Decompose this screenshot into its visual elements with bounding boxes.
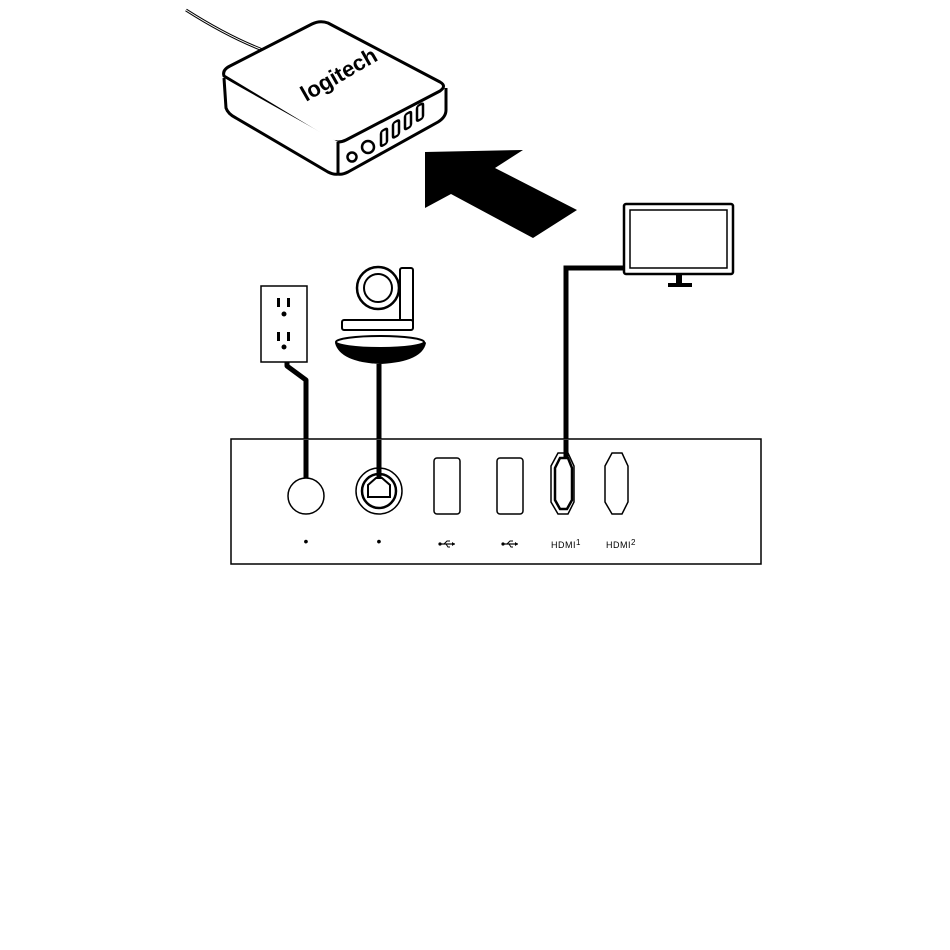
power-port[interactable] [288, 478, 324, 514]
usb-port-2[interactable] [497, 458, 523, 514]
monitor-neck [676, 274, 682, 284]
hub-front-port-usb-1 [381, 128, 387, 146]
hub-back-panel: • • HDMI 1 HDMI 2 [231, 439, 761, 564]
hdmi-2-label: HDMI [606, 540, 631, 550]
cable-hdmi-end [564, 440, 569, 458]
hdmi-2-index: 2 [631, 538, 636, 547]
cable-hdmi [566, 268, 624, 458]
display-monitor [624, 204, 733, 287]
camera-lens-inner [364, 274, 392, 302]
outlet-ground [282, 345, 287, 350]
cable-power-end [304, 440, 309, 478]
arrow-icon [425, 150, 577, 238]
hub-front-port-round-2 [362, 141, 374, 153]
hub-front-port-round-1 [348, 153, 357, 162]
camera-port-label: • [377, 533, 382, 549]
hdmi-connector [555, 458, 572, 509]
outlet-slot [277, 332, 280, 341]
outlet-slot [287, 332, 290, 341]
hub-device: logitech [186, 10, 446, 174]
camera-base-top [336, 336, 424, 348]
hdmi-port-2[interactable] [605, 453, 628, 514]
conference-camera [335, 267, 426, 364]
monitor-screen [630, 210, 727, 268]
outlet-slot [287, 298, 290, 307]
hub-power-cable [186, 10, 268, 52]
hdmi-1-index: 1 [576, 538, 581, 547]
usb-port-1[interactable] [434, 458, 460, 514]
camera-connector [368, 478, 390, 497]
hub-front-port-usb-3 [405, 111, 411, 129]
outlet-ground [282, 312, 287, 317]
monitor-stand [668, 283, 692, 287]
hub-front-port-usb-2 [393, 120, 399, 138]
cable-camera-end [377, 440, 382, 478]
camera-arm-bar [342, 320, 413, 330]
hub-front-port-usb-4 [417, 103, 423, 121]
power-port-label: • [304, 533, 309, 549]
outlet-slot [277, 298, 280, 307]
camera-arm [400, 268, 413, 326]
hdmi-1-label: HDMI [551, 540, 576, 550]
wall-outlet-plate [261, 286, 307, 362]
wall-outlet [261, 286, 307, 362]
